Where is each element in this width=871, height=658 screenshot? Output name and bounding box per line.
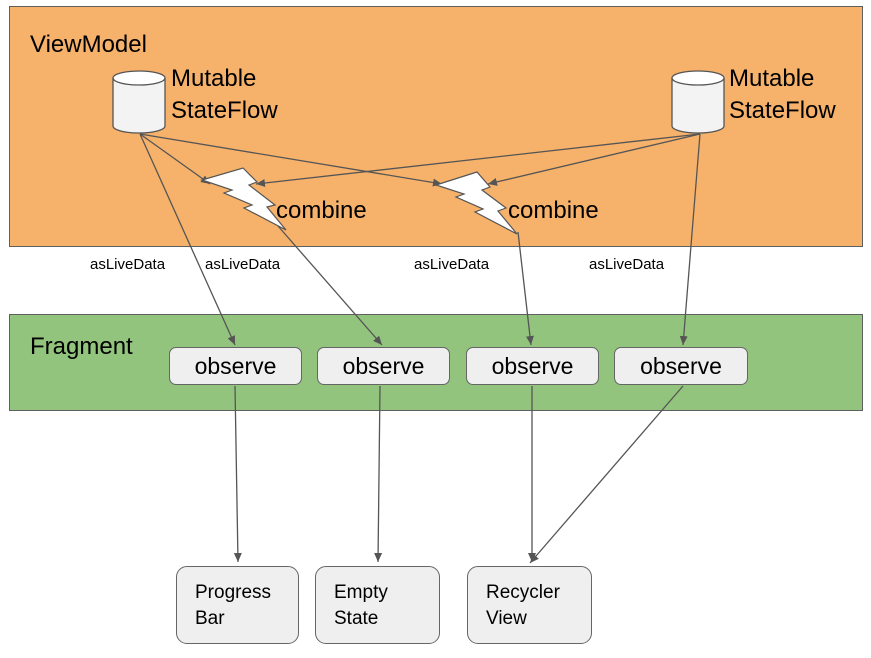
state-flow-left-line2: StateFlow — [171, 97, 278, 124]
edge-combine-2-to-observe-3 — [517, 231, 534, 346]
empty-state-line2: State — [334, 608, 379, 629]
observe-node-4: observe — [614, 347, 748, 385]
cylinder-icon — [671, 70, 725, 134]
edge-observe-4-to-recycler-view — [529, 385, 684, 564]
edge-observe-1-to-progress-bar — [233, 385, 242, 563]
progress-bar-line1: Progress — [195, 582, 272, 603]
edge-right-flow-to-observe-4 — [679, 133, 701, 346]
observe-node-3: observe — [466, 347, 599, 385]
edge-left-flow-to-combine-2 — [139, 133, 443, 187]
cylinder-icon — [112, 70, 166, 134]
edge-right-flow-to-combine-2 — [487, 133, 701, 186]
edge-label-as-live-data: asLiveData — [414, 256, 490, 273]
combine-label-2: combine — [508, 197, 599, 224]
fragment-title: Fragment — [30, 333, 133, 360]
empty-state-line1: Empty — [334, 582, 388, 603]
state-flow-right-line1: Mutable — [729, 65, 815, 92]
edge-left-flow-to-observe-1 — [139, 133, 236, 346]
edge-label-as-live-data: asLiveData — [589, 256, 665, 273]
state-flow-left-line1: Mutable — [171, 65, 257, 92]
observe-node-2: observe — [317, 347, 450, 385]
recycler-view-line1: Recycler — [486, 582, 560, 603]
edge-combine-1-to-observe-2 — [277, 225, 383, 346]
state-flow-right-line2: StateFlow — [729, 97, 836, 124]
lightning-icon — [199, 167, 287, 231]
empty-state-node: Empty State — [315, 566, 440, 644]
edge-observe-2-to-empty-state — [374, 385, 383, 563]
edge-label-as-live-data: asLiveData — [205, 256, 281, 273]
edge-right-flow-to-combine-1 — [255, 133, 701, 187]
combine-label-1: combine — [276, 197, 367, 224]
recycler-view-line2: View — [486, 608, 527, 629]
progress-bar-node: Progress Bar — [176, 566, 299, 644]
recycler-view-node: Recycler View — [467, 566, 592, 644]
state-flow-right-label: Mutable StateFlow — [729, 63, 836, 127]
viewmodel-title: ViewModel — [30, 31, 147, 58]
edge-label-as-live-data: asLiveData — [90, 256, 166, 273]
observe-node-1: observe — [169, 347, 302, 385]
state-flow-left-label: Mutable StateFlow — [171, 63, 278, 127]
edge-left-flow-to-combine-1 — [139, 133, 211, 185]
progress-bar-line2: Bar — [195, 608, 225, 629]
lightning-icon — [434, 171, 518, 235]
